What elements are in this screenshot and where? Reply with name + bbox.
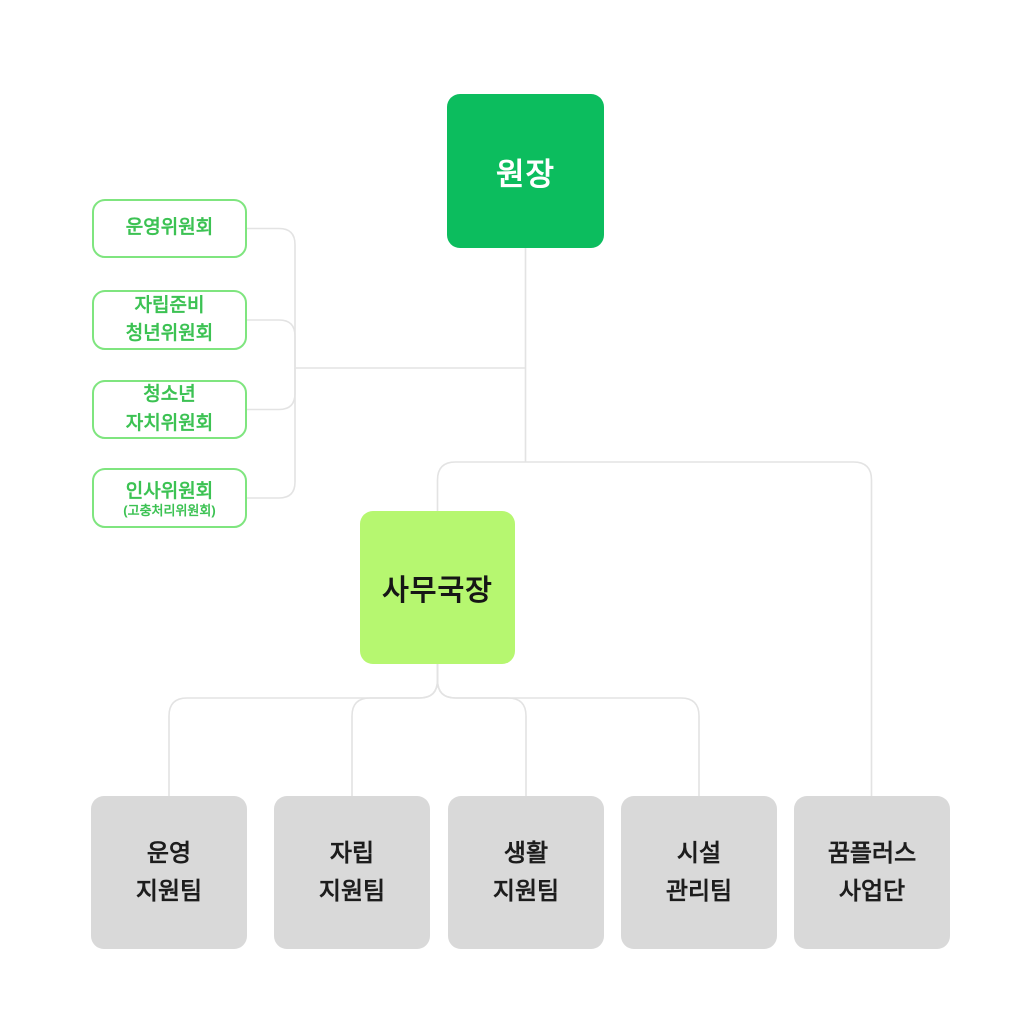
connector-committee-4-stub [247,368,296,499]
node-operations-support-team: 운영 지원팀 [91,796,247,949]
node-youth-autonomy-committee: 청소년 자치위원회 [92,380,247,439]
node-secretary-label: 사무국장 [382,574,493,607]
node-independence-prep-youth-committee: 자립준비 청년위원회 [92,290,247,350]
node-label-line: 사업단 [838,877,906,905]
node-operating-committee: 운영위원회 [92,199,247,258]
connector-committee-3-stub [247,368,296,411]
connector-secretary-to-team-3 [436,664,527,796]
connector-committee-2-stub [247,319,296,368]
connector-secretary-to-team-1 [168,664,439,796]
node-label-line: 지원팀 [135,877,203,905]
connector-secretary-to-team-2 [351,664,439,796]
node-living-support-team: 생활 지원팀 [448,796,604,949]
node-label-subline: (고충처리위원회) [123,502,216,518]
node-label-line: 지원팀 [318,877,386,905]
node-label-line: 관리팀 [665,877,733,905]
node-facility-management-team: 시설 관리팀 [621,796,777,949]
node-personnel-committee: 인사위원회 (고충처리위원회) [92,468,247,528]
node-label-line: 꿈플러스 [827,840,917,868]
node-label-line: 운영위원회 [125,217,214,239]
connector-rail-secretary-to-dreamplus [436,461,873,796]
node-label-line: 시설 [676,840,722,868]
node-dream-plus-division: 꿈플러스 사업단 [794,796,950,949]
node-label-line: 자치위원회 [125,412,214,434]
node-label-line: 청소년 [143,384,196,405]
node-label-line: 자립준비 [134,294,205,316]
node-director: 원장 [447,94,604,248]
node-director-label: 원장 [495,156,556,192]
node-label-line: 지원팀 [492,877,560,905]
node-label-line: 운영 [146,840,192,868]
node-label-line: 자립 [329,840,375,868]
connector-secretary-to-team-4 [436,664,700,796]
node-independence-support-team: 자립 지원팀 [274,796,430,949]
node-secretary-general: 사무국장 [360,511,515,664]
node-label-line: 인사위원회 [125,481,214,503]
connector-committee-1-stub [247,227,526,369]
node-label-line: 청년위원회 [125,323,214,344]
node-label-line: 생활 [503,840,549,868]
